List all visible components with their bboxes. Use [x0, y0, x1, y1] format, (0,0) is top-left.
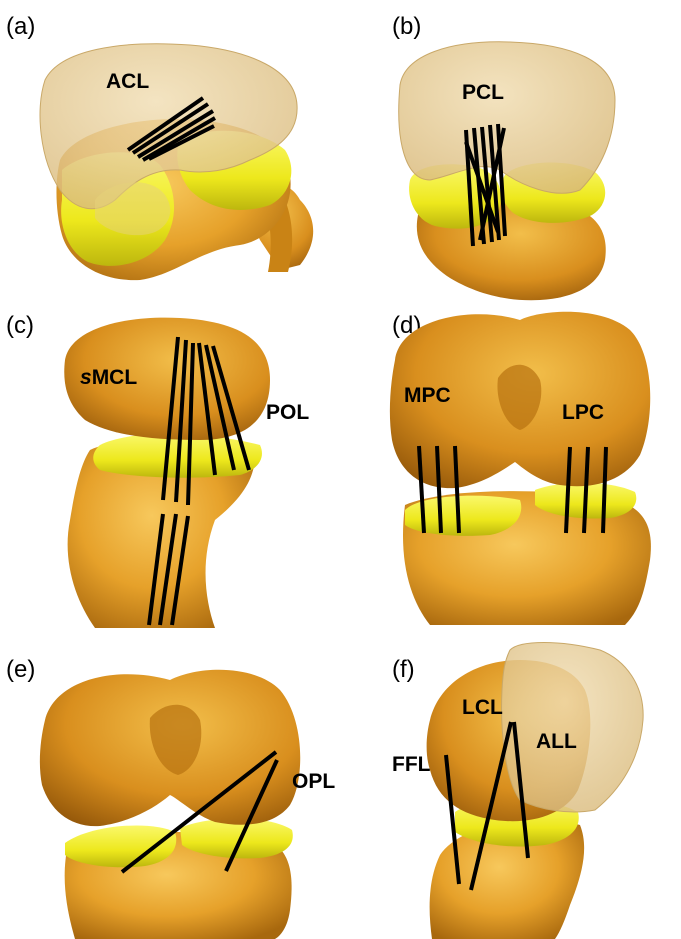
- label-opl: OPL: [292, 770, 335, 793]
- label-acl: ACL: [106, 70, 149, 93]
- panel-f: (f) LCL ALL FFL: [392, 643, 643, 939]
- knee-model-e: [40, 670, 300, 939]
- panel-a: (a) ACL: [6, 13, 313, 280]
- label-pol: POL: [266, 401, 309, 424]
- panel-d: (d) MPC LPC: [390, 312, 651, 625]
- knee-model-a: [40, 44, 313, 280]
- label-pcl: PCL: [462, 81, 504, 104]
- label-smcl: sMCL: [80, 366, 137, 389]
- panel-b: (b) PCL: [392, 13, 615, 300]
- label-smcl-rest: MCL: [92, 366, 138, 389]
- panel-e: (e) OPL: [6, 656, 335, 939]
- panel-label-c: (c): [6, 312, 34, 339]
- panel-label-b: (b): [392, 13, 421, 40]
- label-mpc: MPC: [404, 384, 451, 407]
- label-lcl: LCL: [462, 696, 503, 719]
- label-smcl-s: s: [80, 366, 92, 389]
- panel-label-a: (a): [6, 13, 35, 40]
- panel-label-e: (e): [6, 656, 35, 683]
- label-ffl: FFL: [392, 753, 431, 776]
- panel-c: (c) sMCL POL: [6, 312, 309, 628]
- label-all: ALL: [536, 730, 577, 753]
- label-lpc: LPC: [562, 401, 604, 424]
- knee-model-b: [399, 42, 615, 300]
- knee-model-f: [427, 643, 644, 939]
- knee-model-d: [390, 312, 651, 625]
- panel-label-f: (f): [392, 656, 415, 683]
